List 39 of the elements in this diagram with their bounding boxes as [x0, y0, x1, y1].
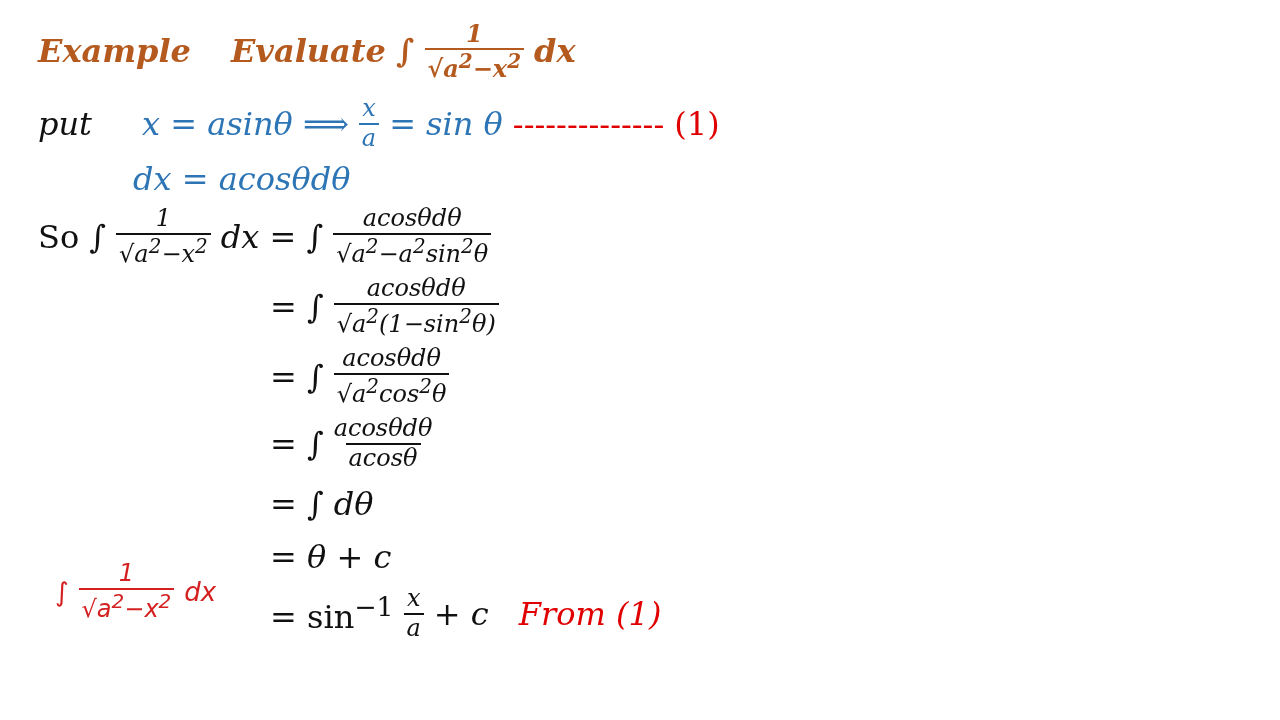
heading-text: Example: [38, 32, 191, 71]
handwritten-note: dx: [184, 576, 217, 607]
denominator: √a$^{2}$(1−sin$^{2}$θ): [333, 302, 499, 339]
numerator: acosθdθ: [362, 205, 462, 233]
math-text: = ∫ dθ: [270, 485, 374, 523]
equation-number: -------------- (1): [512, 104, 720, 143]
denominator: √a$^{2}$−x$^{2}$: [116, 232, 211, 269]
note-text: From (1): [518, 594, 662, 633]
handwritten-note: ∫: [55, 576, 69, 607]
math-text: = θ + c: [270, 538, 392, 576]
numerator: x: [406, 585, 421, 613]
integral-sign: ∫: [395, 32, 415, 71]
denominator: √a$^{2}$−x$^{2}$: [424, 47, 525, 83]
denominator: acosθ: [345, 442, 421, 473]
math-text: = sin$^{−1}$: [270, 591, 394, 636]
numerator: 1: [465, 20, 483, 48]
math-text: + c: [433, 594, 489, 633]
denominator: a: [358, 122, 380, 153]
numerator: 1: [118, 560, 135, 588]
numerator: x: [362, 95, 376, 123]
math-text: So ∫: [38, 217, 107, 256]
denominator: √a$^{2}$−a$^{2}$sin$^{2}$θ: [333, 232, 492, 269]
denominator: a: [403, 612, 424, 643]
math-text: dx = ∫: [220, 217, 324, 256]
math-text: put: [38, 104, 92, 143]
math-text: dx = acosθdθ: [133, 160, 351, 198]
math-text: dx: [534, 32, 576, 71]
math-text: = sin θ: [389, 104, 503, 143]
math-text: = ∫: [270, 287, 324, 326]
math-text: = ∫: [270, 424, 324, 463]
math-text: = ∫: [270, 357, 324, 396]
numerator: acosθdθ: [333, 415, 433, 443]
denominator: √a$^{2}$−x$^{2}$: [78, 587, 175, 624]
numerator: acosθdθ: [366, 275, 466, 303]
heading-text: Evaluate: [230, 32, 386, 71]
denominator: √a$^{2}$cos$^{2}$θ: [333, 372, 450, 409]
numerator: acosθdθ: [342, 345, 441, 373]
math-text: x = asinθ ⟹: [141, 104, 349, 143]
numerator: 1: [155, 205, 172, 233]
